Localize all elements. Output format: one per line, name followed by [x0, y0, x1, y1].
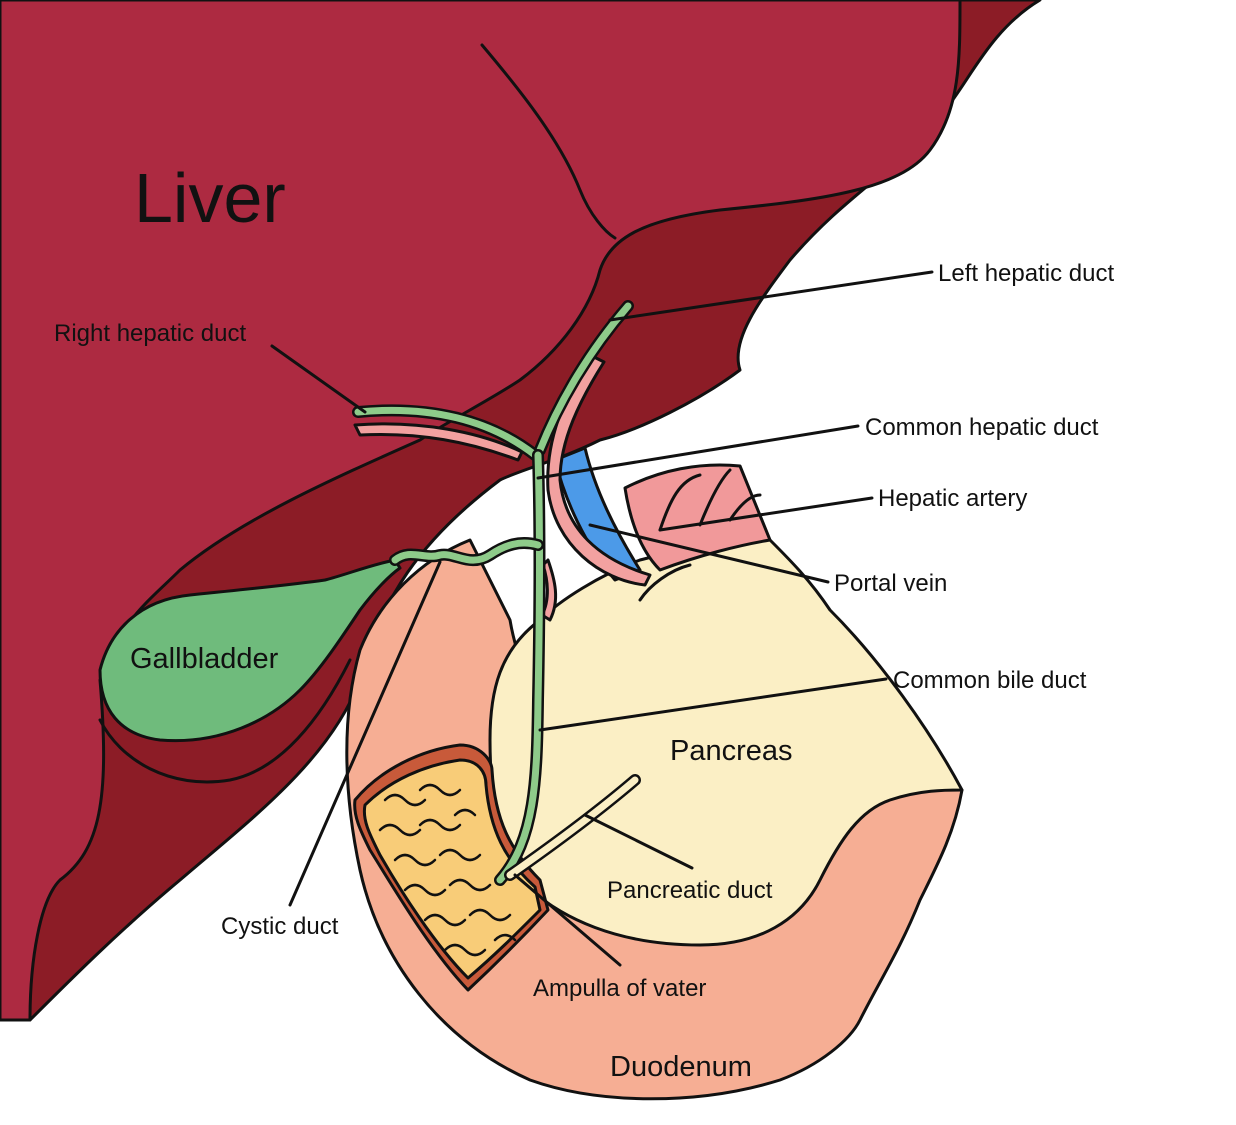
leader-hepatic-artery: [658, 496, 874, 532]
duodenum-lumen: [362, 758, 542, 980]
leader-portal-vein: [588, 523, 830, 584]
cystic-duct-label: Cystic duct: [221, 913, 339, 940]
liver-label: Liver: [134, 159, 286, 237]
common-bile-duct-label: Common bile duct: [893, 667, 1087, 694]
common-hepatic-duct-label: Common hepatic duct: [865, 414, 1099, 441]
hepatic-artery: [546, 353, 652, 587]
duodenum-label: Duodenum: [610, 1051, 752, 1083]
leader-right-hepatic-duct: [270, 344, 367, 414]
leader-common-hepatic-duct: [536, 424, 860, 480]
leader-cystic-duct: [288, 560, 442, 907]
right-hepatic-artery: [353, 422, 524, 462]
biliary-duct-tree: [352, 300, 641, 886]
right-hepatic-duct-label: Right hepatic duct: [54, 320, 246, 347]
leader-ampulla-of-vater: [513, 873, 622, 967]
liver-lobe-edge: [98, 658, 352, 784]
left-hepatic-duct-label: Left hepatic duct: [938, 260, 1114, 287]
duodenum-mucosal-folds: [378, 783, 517, 957]
portal-vein: [553, 446, 642, 582]
pancreas-label: Pancreas: [670, 735, 793, 767]
pancreatic-duct-label: Pancreatic duct: [607, 877, 773, 904]
gastroduodenal-artery: [540, 558, 558, 622]
ampulla-of-vater-label: Ampulla of vater: [533, 975, 706, 1002]
hepatic-artery-label: Hepatic artery: [878, 485, 1027, 512]
liver-fissure-line: [480, 43, 617, 240]
pancreas-upper-fold: [638, 468, 762, 602]
leader-common-bile-duct: [538, 677, 888, 732]
pancreas: [488, 535, 964, 947]
leader-pancreatic-duct: [583, 813, 694, 870]
portal-vein-label: Portal vein: [834, 570, 947, 597]
leader-lines: [270, 270, 934, 967]
leader-left-hepatic-duct: [608, 270, 934, 322]
gallbladder: [98, 558, 402, 743]
gallbladder-label: Gallbladder: [130, 643, 279, 675]
